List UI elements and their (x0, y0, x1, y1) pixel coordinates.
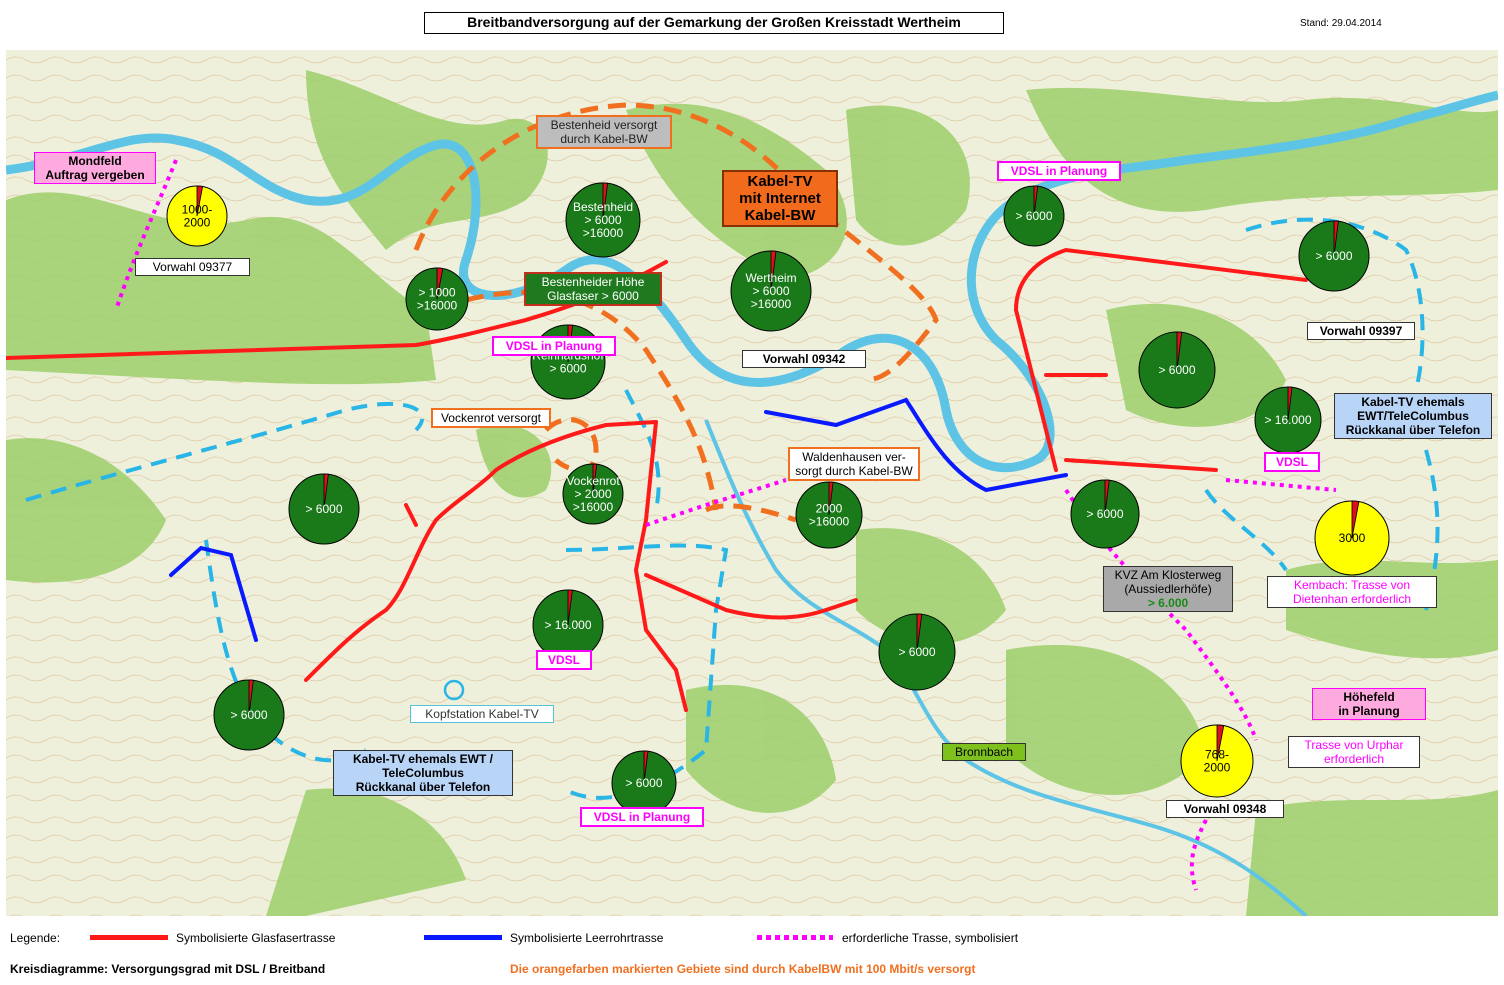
pie-dietenhan-label: > 16.000 (1264, 413, 1311, 427)
pie-wertheim-label: Wertheim> 6000>16000 (745, 271, 796, 311)
legend-kreisdiagramme: Kreisdiagramme: Versorgungsgrad mit DSL … (10, 962, 326, 976)
kabeltv-ewt-areas (25, 217, 1440, 800)
pie-sonderriet: > 6000 (213, 679, 285, 751)
legend-erforderlich-swatch (757, 935, 833, 940)
pie-sachsenhausen: > 6000 (288, 473, 360, 545)
pie-bestenheid-slice (602, 182, 609, 221)
legend-orange-note: Die orangefarben markierten Gebiete sind… (510, 962, 976, 976)
pie-reicholzheim-label: > 6000 (898, 645, 935, 659)
pie-hoehefeld-label: 768-2000 (1204, 748, 1231, 775)
erforderliche-trassen (114, 159, 1337, 891)
legend-leerrohr-text: Symbolisierte Leerrohrtrasse (510, 931, 664, 945)
label-vorwahl-09342: Vorwahl 09342 (742, 350, 866, 368)
label-vorwahl-09348: Vorwahl 09348 (1166, 800, 1284, 818)
pie-sachsen_south-label: > 16.000 (544, 618, 591, 632)
pie-bettingen: > 6000 (1003, 185, 1065, 247)
pie-mondfeld: 1000-2000 (166, 185, 228, 247)
pie-urphar-label: > 6000 (1086, 507, 1123, 521)
pie-mondfeld-slice (196, 185, 204, 217)
label-bronnbach: Bronnbach (942, 743, 1026, 761)
label-bestenheid-versorgt: Bestenheid versorgt durch Kabel-BW (536, 115, 672, 149)
pie-sonderriet-slice (248, 679, 254, 716)
pie-kembach-label: 3000 (1339, 531, 1366, 545)
pie-kembach-slice (1351, 500, 1360, 539)
river-tauber (704, 419, 1308, 916)
label-kabeltv-ewt-left: Kabel-TV ehemals EWT / TeleColumbus Rück… (333, 750, 513, 796)
pie-hoehefeld: 768-2000 (1180, 724, 1254, 798)
legend-glasfaser-swatch (90, 935, 168, 940)
legend-glasfaser-text: Symbolisierte Glasfasertrasse (176, 931, 336, 945)
label-vdsl-1: VDSL (536, 650, 592, 670)
label-vorwahl-09397: Vorwahl 09397 (1307, 322, 1415, 340)
pie-mondfeld-label: 1000-2000 (182, 203, 213, 230)
label-mondfeld-text: Mondfeld Auftrag vergeben (45, 154, 145, 182)
pie-waldenhausen-slice (828, 481, 834, 516)
date-stamp: Stand: 29.04.2014 (1300, 18, 1382, 29)
label-kopfstation: Kopfstation Kabel-TV (410, 705, 554, 723)
pie-vockenrot-label: Vockenrot> 2000>16000 (566, 474, 620, 514)
kopfstation-marker (443, 679, 465, 701)
pie-dorlesberg-label: > 6000 (625, 776, 662, 790)
pie-lindelbach-slice (1176, 331, 1183, 371)
legend-label: Legende: (10, 931, 61, 945)
pie-bettingen-slice (1033, 185, 1039, 217)
label-vdsl-planung-1: VDSL in Planung (492, 336, 616, 356)
label-kabel-tv-internet: Kabel-TV mit Internet Kabel-BW (722, 170, 838, 227)
label-trasse-urphar: Trasse von Urphar erforderlich (1288, 736, 1420, 768)
label-kabeltv-ewt-right: Kabel-TV ehemals EWT/TeleColumbus Rückka… (1334, 393, 1492, 439)
pie-bestenheid-label: Bestenheid> 6000>16000 (573, 200, 633, 240)
pie-dorlesberg: > 6000 (611, 750, 677, 816)
legend: Legende: Symbolisierte Glasfasertrasse S… (0, 918, 1504, 985)
pie-dertingen-slice (1333, 220, 1339, 257)
label-vdsl-planung-2: VDSL in Planung (997, 161, 1121, 181)
pie-dietenhan-slice (1287, 386, 1293, 421)
pie-dorlesberg-slice (643, 750, 649, 784)
map-title: Breitbandversorgung auf der Gemarkung de… (424, 12, 1004, 34)
label-kvz-value: > 6.000 (1147, 596, 1189, 610)
label-kvz-text: KVZ Am Klosterweg (Aussiedlerhöfe) (1114, 568, 1222, 596)
legend-erforderlich-text: erforderliche Trasse, symbolisiert (842, 931, 1019, 945)
label-vdsl-2: VDSL (1264, 452, 1320, 472)
pie-urphar: > 6000 (1070, 479, 1140, 549)
pie-sachsen_south-slice (567, 589, 573, 626)
pie-sonnenhohe-slice (436, 267, 444, 300)
pie-sachsen_south: > 16.000 (532, 589, 604, 661)
coverage-pies: 1000-2000 Bestenheid> 6000>16000Wertheim>… (166, 182, 1390, 816)
label-vorwahl-09377: Vorwahl 09377 (135, 258, 250, 276)
pie-hoehefeld-slice (1216, 724, 1225, 762)
pie-waldenhausen: 2000>16000 (795, 481, 863, 549)
pie-bestenheid: Bestenheid> 6000>16000 (565, 182, 641, 258)
label-waldenhausen: Waldenhausen ver- sorgt durch Kabel-BW (788, 447, 920, 481)
pie-wertheim-slice (770, 250, 777, 292)
pie-urphar-slice (1104, 479, 1110, 515)
label-vockenrot-versorgt: Vockenrot versorgt (431, 408, 551, 428)
label-mondfeld: Mondfeld Auftrag vergeben (34, 152, 156, 184)
pie-reicholzheim-slice (916, 613, 923, 653)
pie-wertheim: Wertheim> 6000>16000 (730, 250, 812, 332)
pie-sonnenhohe: > 1000>16000 (405, 267, 469, 331)
label-kvz: KVZ Am Klosterweg (Aussiedlerhöfe) > 6.0… (1103, 566, 1233, 612)
pie-sachsenhausen-label: > 6000 (305, 502, 342, 516)
pie-dietenhan: > 16.000 (1254, 386, 1322, 454)
pie-waldenhausen-label: 2000>16000 (809, 502, 850, 529)
legend-leerrohr-swatch (424, 935, 502, 940)
label-kembach: Kembach: Trasse von Dietenhan erforderli… (1267, 576, 1437, 608)
pie-lindelbach: > 6000 (1138, 331, 1216, 409)
pie-sonderriet-label: > 6000 (230, 708, 267, 722)
label-vdsl-planung-3: VDSL in Planung (580, 807, 704, 827)
pie-dertingen-label: > 6000 (1315, 249, 1352, 263)
pie-sachsenhausen-slice (323, 473, 329, 510)
pie-bettingen-label: > 6000 (1015, 209, 1052, 223)
pie-sonnenhohe-label: > 1000>16000 (417, 286, 458, 313)
pie-kembach: 3000 (1314, 500, 1390, 576)
label-hoehefeld: Höhefeld in Planung (1312, 688, 1426, 720)
pie-vockenrot: Vockenrot> 2000>16000 (562, 463, 624, 525)
pie-dertingen: > 6000 (1298, 220, 1370, 292)
pie-reicholzheim: > 6000 (878, 613, 956, 691)
pie-lindelbach-label: > 6000 (1158, 363, 1195, 377)
label-bestenheider-hoehe: Bestenheider Höhe Glasfaser > 6000 (524, 272, 662, 306)
pie-vockenrot-slice (592, 463, 598, 495)
leerrohr-trassen (169, 397, 1068, 642)
